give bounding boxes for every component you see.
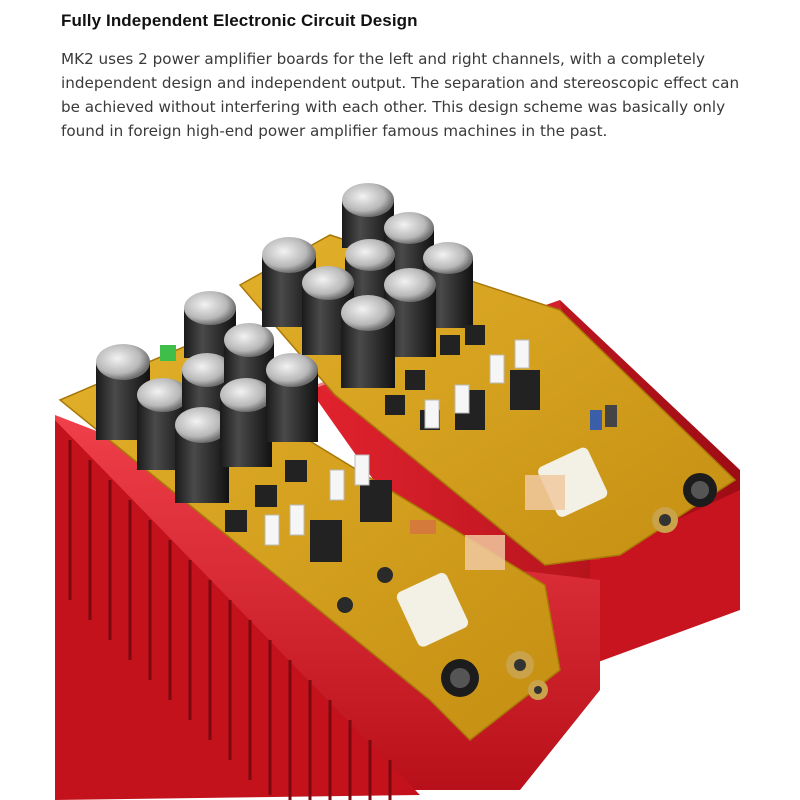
left-capacitor-bank (96, 291, 318, 503)
section-heading: Fully Independent Electronic Circuit Des… (61, 11, 418, 30)
section-paragraph: MK2 uses 2 power amplifier boards for th… (61, 50, 740, 140)
right-capacitor-bank (262, 183, 473, 388)
amplifier-board-photo (0, 160, 800, 800)
right-white-resistors (424, 339, 530, 429)
